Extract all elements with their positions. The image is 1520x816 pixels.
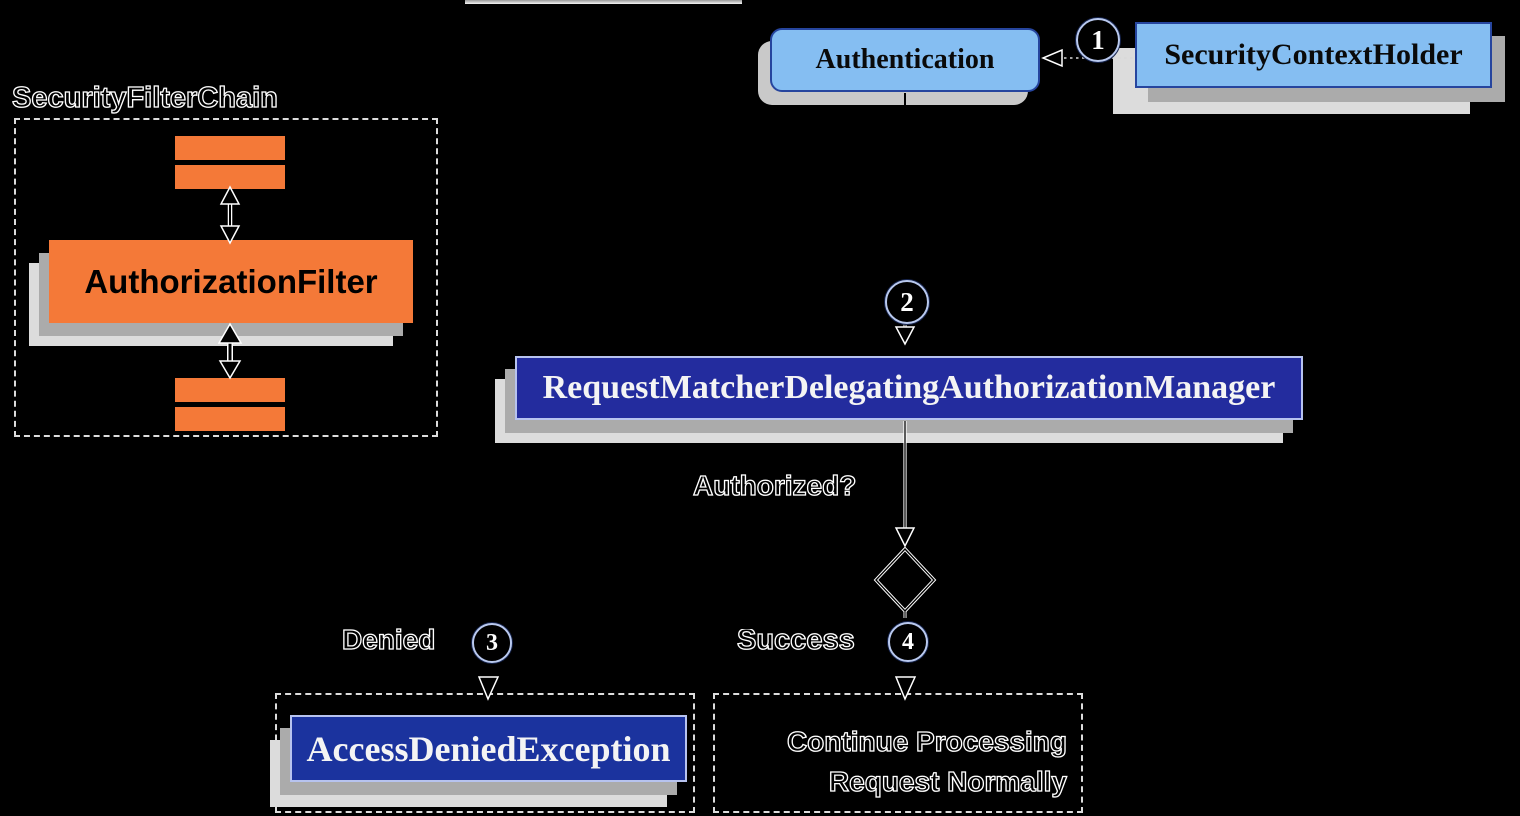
authorized-question-label: Authorized? xyxy=(692,469,857,501)
step-4-badge: 4 xyxy=(888,622,928,662)
step-2-number: 2 xyxy=(900,286,914,317)
security-context-holder-box: SecurityContextHolder xyxy=(1135,22,1492,88)
decision-diamond xyxy=(873,546,937,614)
authentication-label: Authentication xyxy=(815,44,995,75)
access-denied-exception-label: AccessDeniedException xyxy=(306,728,671,769)
filter-bar xyxy=(175,407,285,431)
success-label: Success xyxy=(736,623,855,656)
authorization-manager-box: RequestMatcherDelegatingAuthorizationMan… xyxy=(515,356,1303,420)
clipped-top-bar xyxy=(465,0,742,4)
step-4-number: 4 xyxy=(902,628,914,655)
filter-bar xyxy=(175,165,285,189)
authorization-manager-label: RequestMatcherDelegatingAuthorizationMan… xyxy=(542,369,1276,406)
step-1-number: 1 xyxy=(1091,24,1105,55)
step-3-number: 3 xyxy=(486,629,498,656)
security-filter-chain-title: SecurityFilterChain xyxy=(11,81,278,114)
authorization-filter-label: AuthorizationFilter xyxy=(84,262,378,300)
step-2-badge: 2 xyxy=(885,280,929,324)
down-arrowhead-icon xyxy=(894,527,916,548)
security-filter-chain-panel xyxy=(14,118,438,437)
step-1-badge: 1 xyxy=(1076,18,1120,62)
authentication-box: Authentication xyxy=(770,28,1040,92)
step-3-badge: 3 xyxy=(472,623,512,663)
continue-processing-line1: Continue Processing xyxy=(786,725,1067,757)
filter-bar xyxy=(175,378,285,402)
filter-bar xyxy=(175,136,285,160)
down-arrowhead-icon xyxy=(894,326,916,346)
security-context-holder-label: SecurityContextHolder xyxy=(1164,38,1463,71)
authorization-filter-box: AuthorizationFilter xyxy=(49,240,413,323)
continue-processing-label: Continue Processing Request Normally xyxy=(713,722,1067,802)
access-denied-exception-box: AccessDeniedException xyxy=(290,715,687,782)
denied-label: Denied xyxy=(341,623,436,655)
left-arrowhead-icon xyxy=(1041,48,1063,68)
decision-diamond-core xyxy=(875,547,935,613)
continue-processing-line2: Request Normally xyxy=(828,765,1067,797)
